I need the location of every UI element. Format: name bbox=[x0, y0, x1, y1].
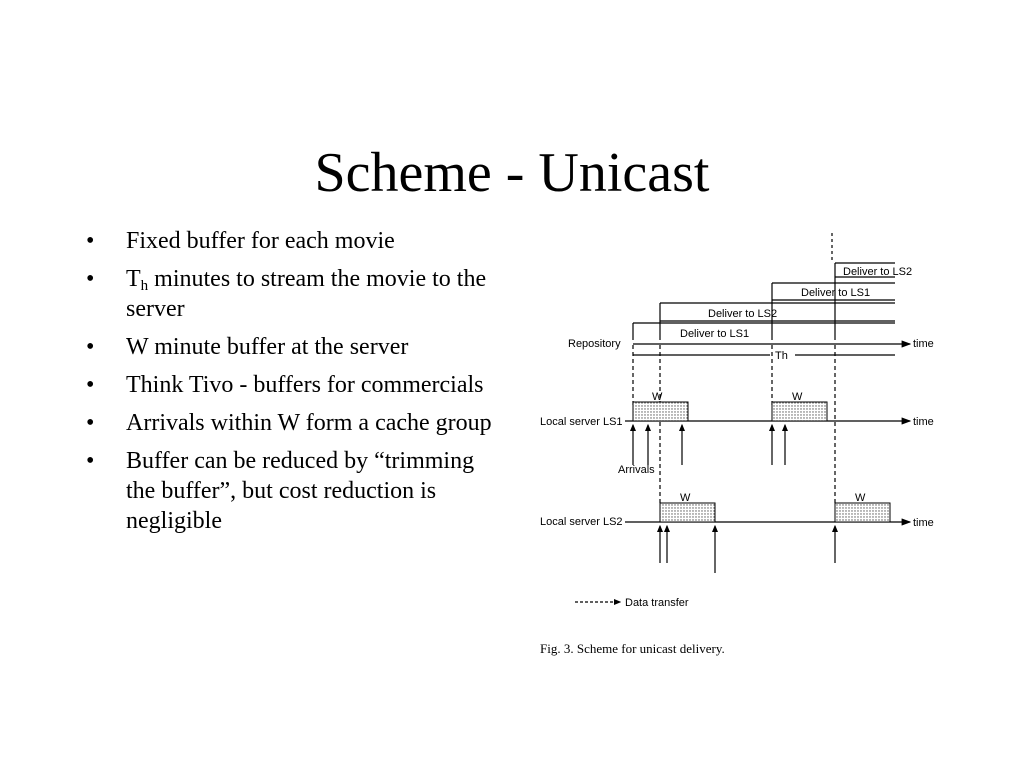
bullet-text: Think Tivo - buffers for commercials bbox=[126, 372, 484, 398]
bullet-text: minutes to stream the movie to the serve… bbox=[126, 266, 487, 322]
bullet-text: Buffer can be reduced by “trimming the b… bbox=[126, 448, 475, 534]
ls1-buffer-1 bbox=[632, 401, 689, 422]
repository-label: Repository bbox=[568, 338, 621, 350]
bullet-text: Fixed buffer for each movie bbox=[126, 228, 395, 254]
deliver-ls2-top-label: Deliver to LS2 bbox=[843, 266, 912, 278]
bullet-icon: • bbox=[86, 228, 95, 254]
th-label: Th bbox=[775, 350, 788, 362]
bullet-subscript: h bbox=[140, 278, 149, 294]
arrivals-label: Arrivals bbox=[618, 464, 655, 476]
legend-label: Data transfer bbox=[625, 597, 689, 609]
bullet-icon: • bbox=[86, 334, 95, 360]
bullet-item: • Think Tivo - buffers for commercials bbox=[86, 370, 498, 400]
time-label-repository: time bbox=[913, 338, 934, 350]
ls1-buffer-2 bbox=[771, 401, 828, 422]
bullet-item: • Arrivals within W form a cache group bbox=[86, 408, 498, 438]
bullet-icon: • bbox=[86, 410, 95, 436]
time-label-ls2: time bbox=[913, 517, 934, 529]
bullet-icon: • bbox=[86, 372, 95, 398]
time-label-ls1: time bbox=[913, 416, 934, 428]
unicast-figure: Deliver to LS2 Deliver to LS1 Deliver to… bbox=[530, 225, 960, 665]
bullet-icon: • bbox=[86, 266, 95, 292]
bullet-item: • W minute buffer at the server bbox=[86, 332, 498, 362]
bullet-item: • Fixed buffer for each movie bbox=[86, 226, 498, 256]
bullet-icon: • bbox=[86, 448, 95, 474]
slide-title: Scheme - Unicast bbox=[314, 141, 710, 204]
bullet-item: • Buffer can be reduced by “trimming the … bbox=[86, 446, 498, 536]
w-label: W bbox=[652, 391, 663, 403]
deliver-ls1-mid-label: Deliver to LS1 bbox=[680, 328, 749, 340]
bullet-text-symbol: T bbox=[126, 266, 141, 292]
w-label: W bbox=[855, 492, 866, 504]
local-ls1-label: Local server LS1 bbox=[540, 416, 623, 428]
local-ls2-label: Local server LS2 bbox=[540, 516, 623, 528]
w-label: W bbox=[792, 391, 803, 403]
figure-caption: Fig. 3. Scheme for unicast delivery. bbox=[540, 641, 725, 656]
ls2-buffer-1 bbox=[659, 502, 716, 523]
bullet-text: W minute buffer at the server bbox=[126, 334, 409, 360]
bullet-text: Arrivals within W form a cache group bbox=[126, 410, 492, 436]
ls2-buffer-2 bbox=[834, 502, 891, 523]
deliver-ls2-mid-label: Deliver to LS2 bbox=[708, 308, 777, 320]
deliver-ls1-top-label: Deliver to LS1 bbox=[801, 287, 870, 299]
w-label: W bbox=[680, 492, 691, 504]
bullet-list: • Fixed buffer for each movie • Th minutes… bbox=[86, 226, 498, 544]
bullet-item: • Th minutes to stream the movie to the s… bbox=[86, 264, 498, 324]
unicast-diagram: Deliver to LS2 Deliver to LS1 Deliver to… bbox=[540, 233, 934, 656]
